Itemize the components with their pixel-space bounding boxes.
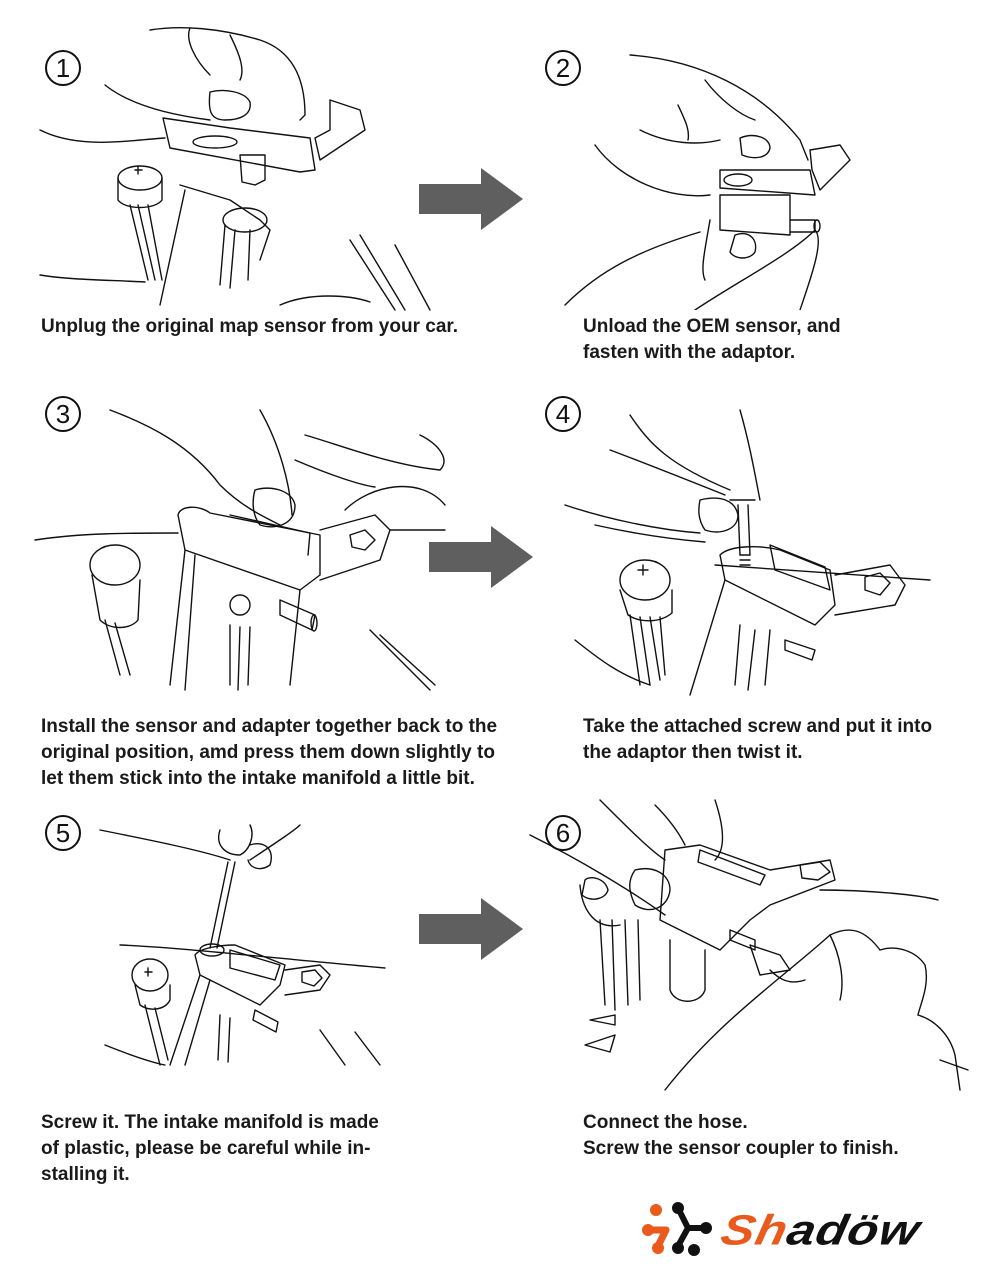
right-arrow-icon <box>419 898 523 960</box>
right-arrow-icon <box>429 526 533 588</box>
step-3-caption: Install the sensor and adapter together … <box>41 716 498 789</box>
step-3-number: 3 <box>45 396 81 432</box>
brand-wordmark: Shadöw <box>716 1206 925 1254</box>
step-1-number: 1 <box>45 50 81 86</box>
step-2-illustration <box>560 20 860 310</box>
step-2-caption: Unload the OEM sensor, and fasten with t… <box>583 316 841 363</box>
step-4-number: 4 <box>545 396 581 432</box>
step-6-illustration <box>520 790 980 1100</box>
brand-wordmark-rest: adöw <box>782 1206 925 1254</box>
brand-logo: Shadöw <box>636 1200 976 1260</box>
step-4-illustration <box>560 405 960 700</box>
step-1-caption: Unplug the original map sensor from your… <box>41 316 459 337</box>
brand-wordmark-accent: Sh <box>716 1206 793 1254</box>
step-6-caption: Connect the hose. Screw the sensor coupl… <box>583 1112 899 1159</box>
right-arrow-icon <box>419 168 523 230</box>
step-5-caption: Screw it. The intake manifold is made of… <box>41 1112 379 1185</box>
step-6-number: 6 <box>545 815 581 851</box>
molecule-logo-icon <box>636 1200 716 1260</box>
step-5-illustration <box>90 800 390 1070</box>
step-1-illustration <box>30 20 450 320</box>
step-5-number: 5 <box>45 815 81 851</box>
step-3-illustration <box>30 405 450 700</box>
step-2-number: 2 <box>545 50 581 86</box>
step-4-caption: Take the attached screw and put it into … <box>583 716 933 763</box>
